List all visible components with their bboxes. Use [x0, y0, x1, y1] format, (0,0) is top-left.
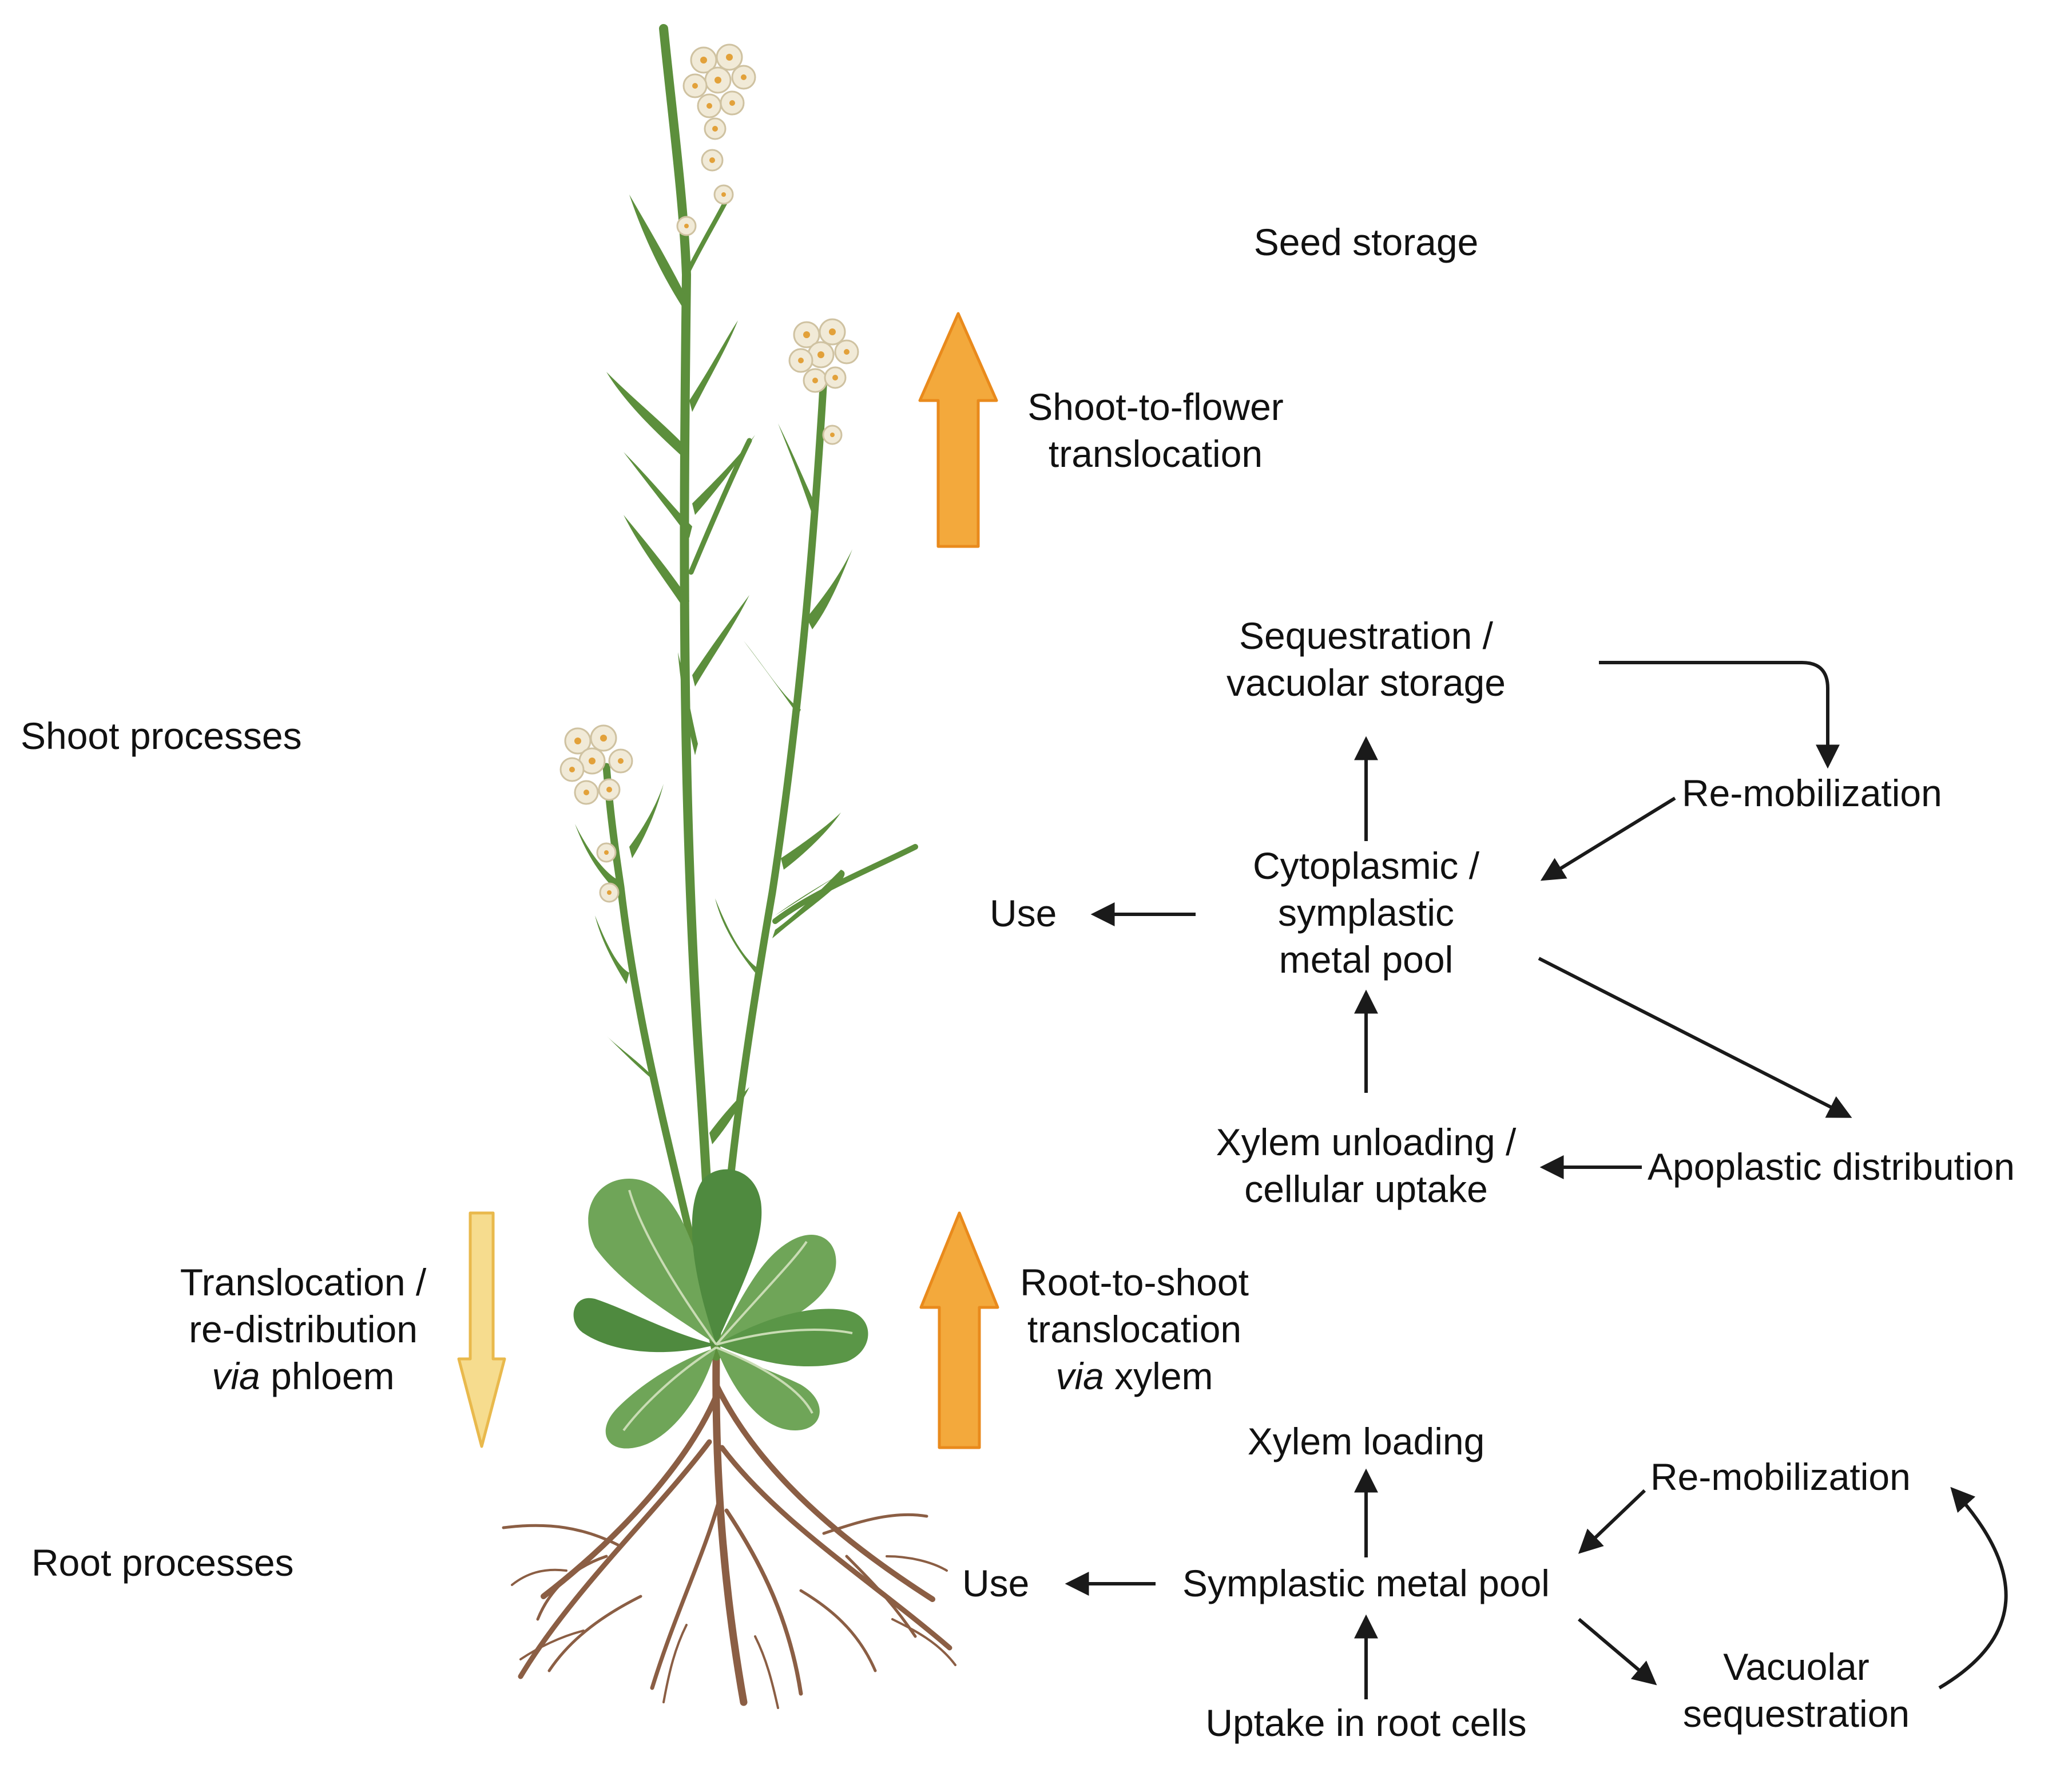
sequestration-line-2: vacuolar storage: [1226, 661, 1506, 704]
yellow-down-arrow-icon: [457, 1211, 506, 1448]
xylem-unloading-label: Xylem unloading / cellular uptake: [1216, 1119, 1517, 1212]
symplastic-pool-label: Symplastic metal pool: [1182, 1562, 1550, 1604]
xylem-unloading-line-2: cellular uptake: [1244, 1168, 1488, 1210]
phloem-line-2: re-distribution: [189, 1308, 418, 1350]
root-processes-label: Root processes: [31, 1541, 294, 1584]
arrow-symplastic-to-vacuolar: [1578, 1618, 1657, 1686]
plant-illustration-icon: [502, 24, 956, 1709]
orange-up-arrow-icon: [918, 312, 998, 548]
arrow-vacuolar-to-remobilization: [1938, 1486, 2008, 1690]
seed-storage-label: Seed storage: [1253, 221, 1479, 263]
stem-leaves: [575, 195, 852, 1144]
xylem-unloading-line-1: Xylem unloading /: [1216, 1121, 1517, 1163]
cytoplasmic-line-1: Cytoplasmic /: [1252, 845, 1480, 887]
root-use-label: Use: [962, 1562, 1030, 1604]
plant-stems: [602, 24, 828, 1361]
cytoplasmic-line-3: metal pool: [1279, 938, 1454, 981]
sequestration-line-1: Sequestration /: [1239, 615, 1493, 657]
rosette-leaves: [573, 1169, 868, 1449]
phloem-line-3: via phloem: [180, 1353, 426, 1400]
vacuolar-sequestration-label: Vacuolar sequestration: [1683, 1643, 1910, 1737]
shoot-to-flower-line-1: Shoot-to-flower: [1027, 386, 1284, 428]
phloem-via: via: [212, 1355, 260, 1397]
phloem-translocation-label: Translocation / re-distribution via phlo…: [180, 1259, 426, 1400]
arrow-sequestration-to-remobilization: [1599, 661, 1840, 769]
cytoplasmic-pool-label: Cytoplasmic / symplastic metal pool: [1253, 842, 1479, 983]
root-flow-arrows: [1065, 1468, 2008, 1699]
vacuolar-line-1: Vacuolar: [1723, 1646, 1869, 1688]
root-to-shoot-line-1: Root-to-shoot: [1020, 1261, 1249, 1303]
xylem-loading-label: Xylem loading: [1247, 1420, 1485, 1462]
root-to-shoot-line-2: translocation: [1027, 1308, 1242, 1350]
root-to-shoot-via: via: [1055, 1355, 1104, 1397]
shoot-use-label: Use: [990, 892, 1057, 934]
uptake-root-cells-label: Uptake in root cells: [1205, 1702, 1527, 1744]
flower-centers: [569, 54, 850, 895]
sequestration-label: Sequestration / vacuolar storage: [1226, 612, 1506, 706]
shoot-to-flower-label: Shoot-to-flower translocation: [1027, 383, 1284, 477]
phloem-word: phloem: [260, 1355, 395, 1397]
arrow-remobilization-to-cytoplasmic: [1540, 796, 1676, 881]
orange-up-arrow-icon: [919, 1211, 999, 1449]
shoot-to-flower-line-2: translocation: [1048, 433, 1263, 475]
stem-leaf-long: [772, 844, 918, 924]
apoplastic-distribution-label: Apoplastic distribution: [1648, 1145, 2015, 1188]
root-system: [502, 1352, 956, 1709]
xylem-word: xylem: [1104, 1355, 1213, 1397]
shoot-processes-label: Shoot processes: [21, 715, 302, 757]
phloem-line-1: Translocation /: [180, 1261, 427, 1303]
root-to-shoot-label: Root-to-shoot translocation via xylem: [1020, 1259, 1249, 1400]
arrow-remobilization-to-symplastic: [1578, 1489, 1646, 1554]
shoot-remobilization-label: Re-mobilization: [1682, 772, 1942, 814]
shoot-flow-arrows: [1090, 661, 1852, 1179]
cytoplasmic-line-2: symplastic: [1277, 891, 1455, 934]
root-remobilization-label: Re-mobilization: [1650, 1456, 1911, 1498]
root-to-shoot-line-3: via xylem: [1020, 1353, 1249, 1400]
arrow-cytoplasmic-to-apoplastic: [1538, 957, 1852, 1118]
vacuolar-line-2: sequestration: [1682, 1692, 1910, 1735]
